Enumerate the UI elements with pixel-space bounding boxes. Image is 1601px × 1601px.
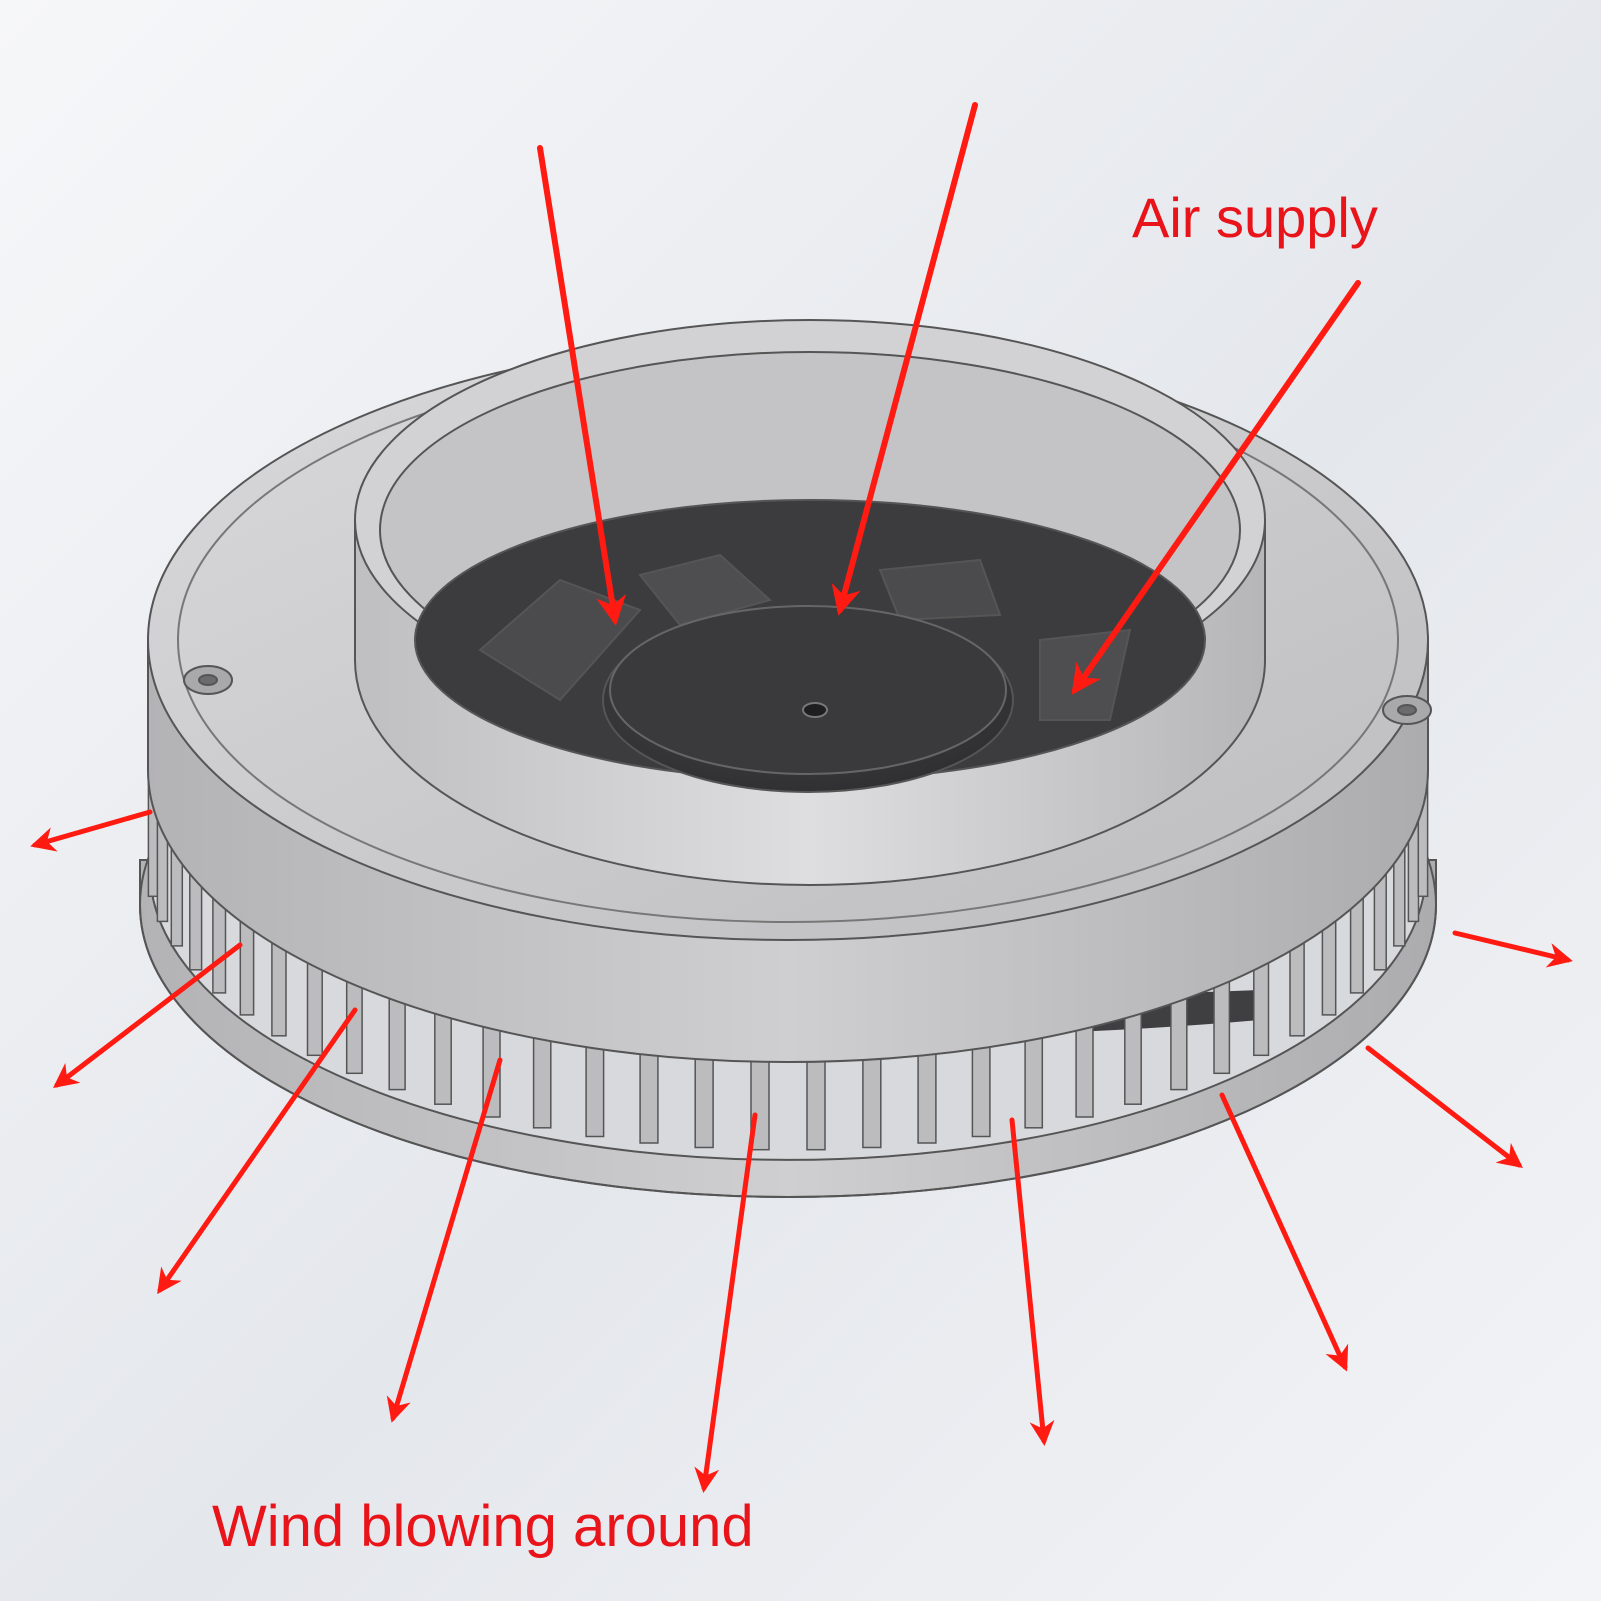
fan-blade <box>638 553 773 627</box>
screw-hole-left-inner <box>198 674 218 686</box>
fan-housing-top <box>147 319 1432 1063</box>
outflow-arrow <box>386 1057 503 1423</box>
inflow-arrow <box>1071 280 1361 695</box>
outflow-arrow <box>694 1112 758 1493</box>
wind-blowing-label: Wind blowing around <box>212 1494 754 1559</box>
inflow-arrow <box>831 102 978 616</box>
fan-blade <box>878 558 1002 622</box>
outflow-arrow <box>30 809 153 852</box>
outflow-arrow <box>1219 1092 1349 1372</box>
screw-hole-right-inner <box>1397 704 1417 716</box>
fan-hub-center <box>802 702 828 718</box>
air-supply-label: Air supply <box>1132 186 1378 249</box>
outflow-arrow <box>157 1007 358 1295</box>
inflow-arrow <box>537 145 627 626</box>
fan-hub-cap <box>609 605 1007 775</box>
outflow-arrow <box>53 942 243 1089</box>
outflow-arrow <box>1365 1045 1523 1169</box>
airflow-arrows <box>30 102 1573 1493</box>
outflow-arrow <box>1009 1117 1055 1446</box>
outflow-arrow <box>1452 930 1573 968</box>
